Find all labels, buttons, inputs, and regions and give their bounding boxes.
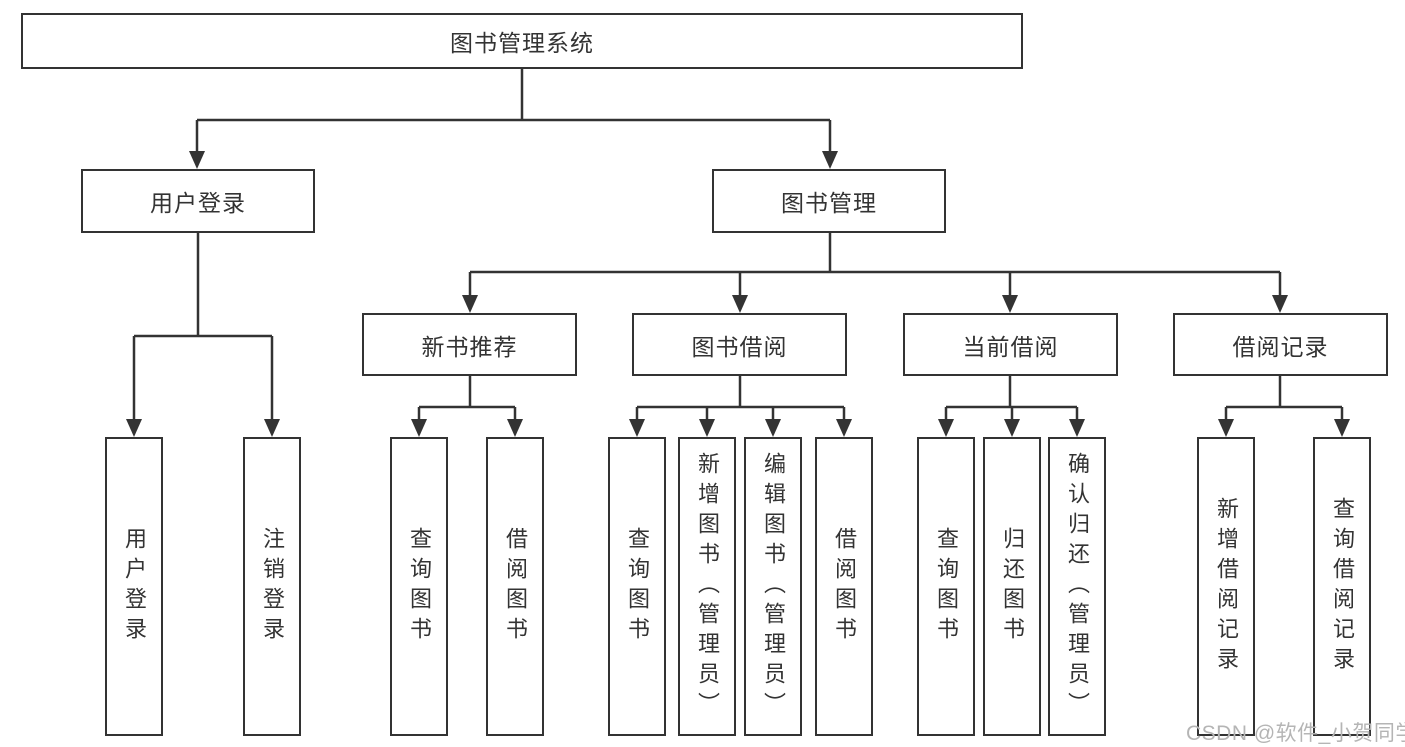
node-root-label: 图书管理系统 (450, 30, 594, 56)
node-leaf-query-book-2: 查询图书 (608, 437, 666, 736)
node-book-borrow: 图书借阅 (632, 313, 847, 376)
node-leaf-query-book-1: 查询图书 (390, 437, 448, 736)
node-leaf-edit-book-admin-label: 编辑图书（管理员） (761, 451, 786, 722)
node-book-borrow-label: 图书借阅 (691, 333, 788, 360)
node-leaf-query-borrow-record: 查询借阅记录 (1313, 437, 1371, 736)
node-leaf-borrow-book-2-label: 借阅图书 (832, 526, 857, 647)
node-leaf-borrow-book-1-label: 借阅图书 (503, 526, 528, 647)
node-leaf-query-borrow-record-label: 查询借阅记录 (1330, 496, 1355, 677)
node-leaf-borrow-book-1: 借阅图书 (486, 437, 544, 736)
node-leaf-add-book-admin-label: 新增图书（管理员） (695, 451, 720, 722)
node-leaf-query-book-2-label: 查询图书 (625, 526, 650, 647)
node-new-book-recommend-label: 新书推荐 (421, 333, 518, 360)
node-borrow-record: 借阅记录 (1173, 313, 1388, 376)
node-leaf-return-book: 归还图书 (983, 437, 1041, 736)
node-book-management: 图书管理 (712, 169, 946, 233)
node-leaf-add-borrow-record: 新增借阅记录 (1197, 437, 1255, 736)
node-leaf-confirm-return-admin: 确认归还（管理员） (1048, 437, 1106, 736)
node-borrow-record-label: 借阅记录 (1232, 333, 1329, 360)
node-leaf-add-book-admin: 新增图书（管理员） (678, 437, 736, 736)
node-leaf-add-borrow-record-label: 新增借阅记录 (1214, 496, 1239, 677)
node-leaf-logout-label: 注销登录 (260, 526, 285, 647)
node-book-management-label: 图书管理 (781, 190, 877, 216)
node-leaf-edit-book-admin: 编辑图书（管理员） (744, 437, 802, 736)
csdn-watermark: CSDN @软件_小贺同学 (1186, 722, 1405, 745)
connector-paths (132, 67, 1344, 420)
node-user-login-label: 用户登录 (150, 190, 246, 216)
node-leaf-logout: 注销登录 (243, 437, 301, 736)
node-leaf-query-book-3-label: 查询图书 (934, 526, 959, 647)
arrowheads (126, 151, 1350, 437)
node-current-borrow-label: 当前借阅 (962, 333, 1059, 360)
node-leaf-borrow-book-2: 借阅图书 (815, 437, 873, 736)
node-leaf-query-book-3: 查询图书 (917, 437, 975, 736)
node-leaf-return-book-label: 归还图书 (1000, 526, 1025, 647)
node-leaf-user-login-label: 用户登录 (122, 526, 147, 647)
node-root: 图书管理系统 (21, 13, 1023, 69)
node-leaf-query-book-1-label: 查询图书 (407, 526, 432, 647)
node-user-login: 用户登录 (81, 169, 315, 233)
node-leaf-user-login: 用户登录 (105, 437, 163, 736)
node-current-borrow: 当前借阅 (903, 313, 1118, 376)
node-new-book-recommend: 新书推荐 (362, 313, 577, 376)
node-leaf-confirm-return-admin-label: 确认归还（管理员） (1065, 451, 1090, 722)
